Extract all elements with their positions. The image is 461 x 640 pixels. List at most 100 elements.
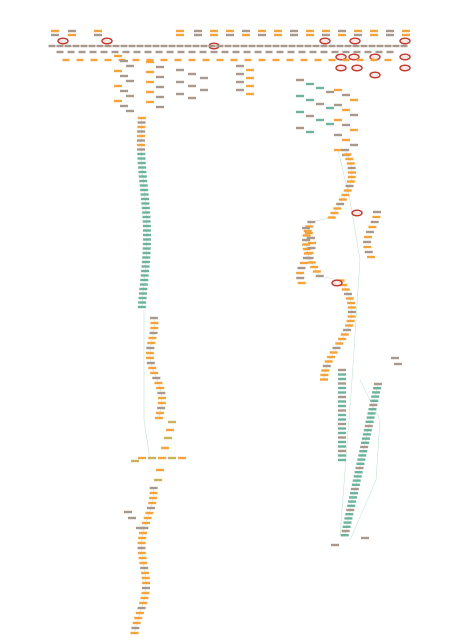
graph-node-22 (306, 29, 314, 33)
graph-node-284 (141, 576, 150, 580)
graph-node-310 (316, 118, 324, 122)
graph-node-465 (394, 362, 402, 366)
graph-node-highlight-44 (351, 64, 363, 72)
graph-node-62 (144, 44, 152, 48)
graph-node-highlight-404 (331, 279, 343, 287)
graph-node-229 (138, 301, 147, 304)
graph-node-427 (353, 475, 362, 478)
graph-node-166 (146, 80, 154, 84)
graph-node-71 (216, 44, 224, 48)
graph-node-highlight-48 (349, 37, 361, 45)
graph-node-115 (276, 50, 284, 54)
graph-node-393 (373, 210, 381, 214)
graph-node-270 (146, 506, 155, 510)
graph-node-463 (338, 458, 346, 462)
graph-node-158 (126, 94, 134, 98)
graph-node-354 (310, 265, 319, 269)
graph-node-426 (354, 471, 363, 474)
graph-node-411 (368, 408, 377, 411)
graph-node-195 (137, 148, 146, 151)
graph-node-292 (134, 616, 143, 620)
graph-node-106 (177, 50, 185, 54)
graph-node-328 (341, 148, 350, 152)
graph-node-417 (362, 433, 371, 436)
graph-edge-469 (337, 149, 361, 537)
graph-node-127 (76, 58, 84, 62)
graph-node-400 (363, 245, 372, 249)
graph-node-294 (131, 626, 140, 630)
graph-node-421 (359, 450, 368, 453)
node-layer (48, 29, 411, 635)
graph-node-257 (168, 456, 176, 460)
graph-node-457 (338, 431, 346, 435)
graph-node-67 (184, 44, 192, 48)
graph-node-51 (56, 44, 64, 48)
graph-edge-380 (305, 149, 353, 380)
graph-node-221 (141, 265, 150, 268)
graph-node-184 (236, 80, 244, 84)
graph-node-458 (338, 436, 346, 439)
graph-node-136 (202, 58, 210, 62)
graph-node-108 (199, 50, 207, 54)
graph-node-243 (150, 371, 159, 375)
graph-node-309 (306, 114, 314, 118)
graph-node-172 (176, 68, 184, 72)
graph-node-388 (299, 261, 308, 265)
graph-node-202 (139, 179, 148, 183)
graph-node-230 (137, 305, 146, 309)
graph-node-114 (265, 50, 273, 54)
graph-node-164 (146, 70, 154, 74)
graph-node-219 (142, 256, 151, 259)
graph-node-355 (312, 270, 321, 273)
graph-node-111 (232, 50, 240, 54)
graph-node-157 (120, 89, 128, 93)
graph-node-462 (338, 454, 346, 457)
graph-node-129 (104, 58, 112, 62)
graph-node-26 (338, 29, 346, 33)
graph-node-198 (137, 161, 146, 165)
graph-node-360 (344, 292, 353, 296)
graph-node-423 (357, 458, 366, 461)
graph-node-300 (296, 78, 304, 82)
graph-node-194 (137, 143, 146, 147)
graph-node-59 (120, 44, 128, 48)
graph-node-144 (314, 58, 322, 62)
graph-node-126 (62, 58, 70, 62)
graph-node-24 (322, 29, 330, 33)
graph-node-133 (160, 58, 168, 62)
graph-node-124 (375, 50, 383, 54)
graph-node-183 (246, 76, 254, 80)
graph-node-204 (140, 188, 149, 192)
graph-node-75 (248, 44, 256, 48)
graph-node-122 (353, 50, 361, 54)
graph-node-331 (346, 162, 355, 165)
graph-node-213 (142, 229, 151, 232)
graph-node-398 (363, 235, 372, 239)
graph-node-210 (142, 215, 151, 219)
graph-node-420 (360, 445, 369, 449)
graph-node-209 (142, 211, 151, 214)
graph-node-441 (340, 534, 349, 537)
graph-node-415 (364, 424, 373, 428)
graph-node-105 (166, 50, 174, 54)
graph-edge-468 (143, 310, 151, 461)
graph-node-408 (371, 395, 380, 398)
graph-node-98 (89, 50, 97, 54)
graph-node-55 (88, 44, 96, 48)
graph-node-298 (128, 516, 136, 520)
graph-node-15 (242, 33, 250, 37)
graph-node-187 (246, 92, 254, 96)
graph-node-232 (149, 316, 158, 320)
graph-node-409 (370, 399, 379, 402)
graph-node-highlight-45 (399, 64, 411, 72)
graph-node-117 (298, 50, 306, 54)
graph-node-81 (296, 44, 304, 48)
graph-node-276 (138, 536, 147, 540)
graph-node-197 (137, 157, 146, 160)
graph-node-316 (350, 98, 358, 102)
graph-node-365 (347, 315, 356, 318)
graph-node-247 (157, 391, 166, 395)
graph-node-206 (141, 197, 150, 201)
graph-node-430 (350, 487, 359, 491)
